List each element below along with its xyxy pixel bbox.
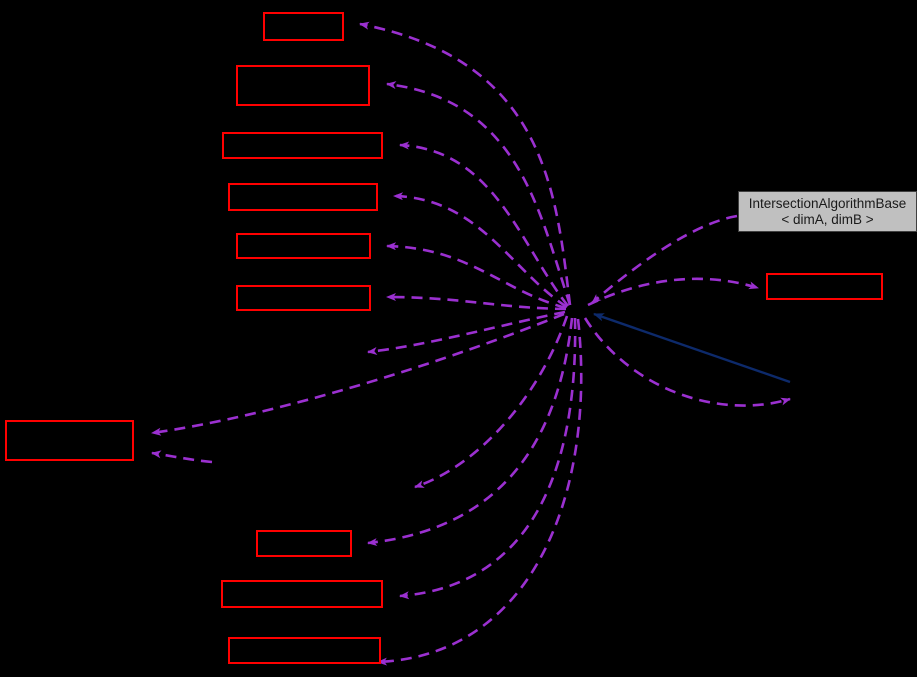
central-node-label-line1: IntersectionAlgorithmBase: [748, 195, 907, 211]
edge-base-hub-upper: [591, 214, 738, 304]
edge-hub-node6: [386, 293, 567, 311]
edge-hub-dangling-upper: [367, 310, 566, 355]
edge-hub-node7-b: [151, 450, 213, 464]
edge-hub-right-lower: [583, 317, 791, 407]
red-node-4[interactable]: [228, 183, 378, 211]
red-node-7[interactable]: [5, 420, 134, 461]
red-node-6[interactable]: [236, 285, 371, 311]
edge-hub-node2: [386, 81, 572, 306]
red-node-8[interactable]: [256, 530, 352, 557]
red-node-10[interactable]: [228, 637, 381, 664]
red-node-1[interactable]: [263, 12, 344, 41]
edge-hub-node11: [587, 277, 759, 307]
edge-hub-node4: [393, 192, 568, 309]
edge-hub-node8: [367, 317, 574, 547]
edge-hub-node5: [386, 242, 567, 310]
red-node-9[interactable]: [221, 580, 383, 608]
red-node-11[interactable]: [766, 273, 883, 300]
central-node-intersection-algorithm-base[interactable]: IntersectionAlgorithmBase < dimA, dimB >: [738, 191, 917, 232]
edge-hub-node10: [377, 318, 583, 666]
edge-hub-node1: [359, 21, 572, 306]
edge-solid-into-hub: [593, 312, 791, 384]
red-node-5[interactable]: [236, 233, 371, 259]
edge-hub-node9: [399, 317, 577, 600]
red-node-2[interactable]: [236, 65, 370, 106]
central-node-label-line2: < dimA, dimB >: [781, 211, 874, 227]
dashed-edges: [151, 21, 791, 666]
red-node-3[interactable]: [222, 132, 383, 159]
